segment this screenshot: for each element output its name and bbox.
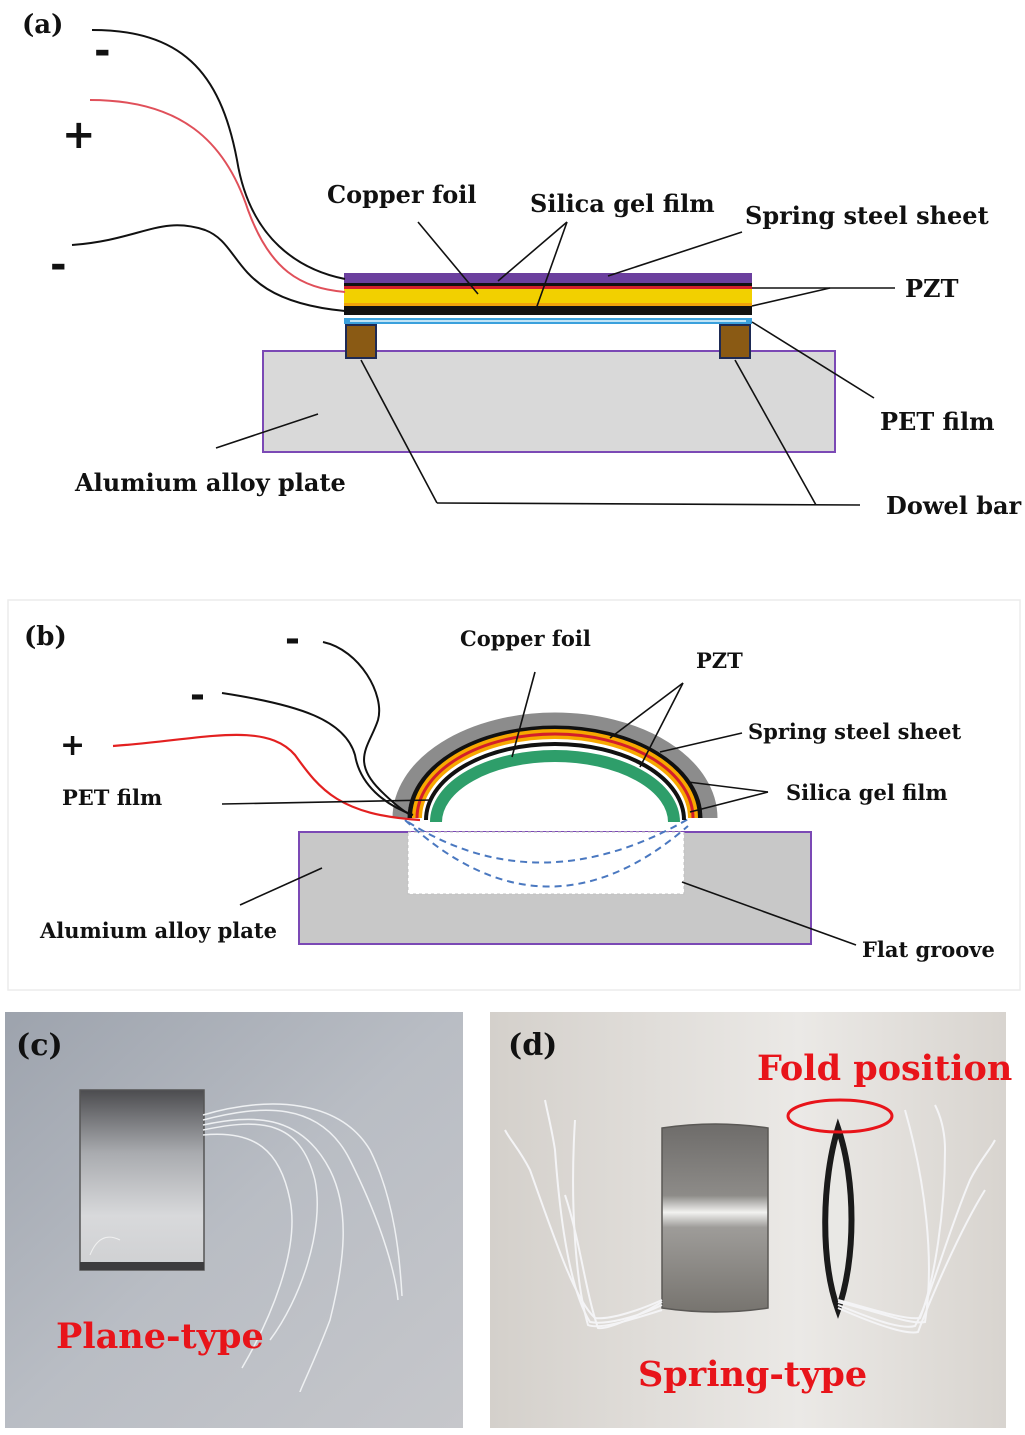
pet-arc	[430, 750, 680, 823]
arched-stack-b	[392, 712, 718, 823]
sign-minus-top-b: -	[285, 619, 300, 660]
leader-copper-a	[417, 221, 479, 295]
leader-silica-top-b	[687, 781, 769, 793]
caption-plane-type: Plane-type	[56, 1316, 264, 1357]
label-flat-groove-b: Flat groove	[862, 937, 995, 962]
wire-plus-b	[112, 733, 421, 822]
leader-pzt-bottom-a	[751, 287, 831, 307]
label-copper-foil-a: Copper foil	[327, 180, 477, 209]
spring-type-plate	[661, 1123, 769, 1313]
label-aluminium-plate-a: Alumium alloy plate	[74, 468, 346, 497]
label-dowel-bar-a: Dowel bar	[886, 491, 1022, 520]
photo-c-background	[5, 1012, 463, 1428]
plane-type-wires	[202, 1103, 403, 1393]
silica-gel-layer-bottom	[344, 306, 752, 315]
leader-plate-a	[215, 413, 319, 449]
pzt-edge	[344, 303, 752, 306]
aluminium-plate-a	[262, 350, 836, 453]
spring-steel-arc	[392, 712, 718, 819]
leader-spring-steel-a	[607, 231, 743, 277]
spring-type-wires-left	[504, 1099, 663, 1330]
leader-pzt-bottom-b	[639, 682, 684, 768]
panel-d-tag: (d)	[508, 1028, 557, 1063]
wire-minus-top-b	[322, 641, 413, 817]
panel-b: (b) - - + Copper foil PZT Spring steel s…	[7, 599, 1021, 991]
wire-plus-a	[89, 99, 346, 293]
copper-arc	[415, 732, 695, 819]
silica-gel-layer-top	[344, 283, 752, 286]
label-silica-gel-b: Silica gel film	[786, 780, 948, 805]
leader-groove-b	[681, 881, 857, 946]
gap-layer	[344, 315, 752, 318]
fold-position-ellipse	[786, 1098, 894, 1134]
leader-silica-bottom-a	[535, 221, 568, 310]
silica-gel-arc-outer	[407, 725, 703, 819]
copper-layer	[344, 286, 752, 289]
panel-d-photo: (d) Fold position Spring-type	[490, 1012, 1012, 1428]
label-pet-film-b: PET film	[62, 785, 162, 810]
leader-silica-bottom-b	[689, 791, 769, 813]
label-pet-film-a: PET film	[880, 407, 995, 436]
label-copper-foil-b: Copper foil	[460, 626, 591, 651]
wire-minus-top-a	[91, 29, 346, 280]
panel-a-tag: (a)	[22, 10, 63, 40]
plane-type-plate-edge	[80, 1262, 204, 1270]
leader-spring-steel-b	[659, 732, 743, 753]
label-pzt-b: PZT	[696, 648, 743, 673]
plane-type-plate	[79, 1089, 205, 1271]
leader-lines-a	[215, 221, 895, 506]
caption-spring-type: Spring-type	[638, 1354, 867, 1395]
leader-pet-b	[221, 799, 433, 805]
panel-c-tag: (c)	[16, 1028, 63, 1063]
layer-stack-a	[344, 273, 752, 324]
label-pzt-a: PZT	[905, 274, 959, 303]
leader-dowel-right-a	[734, 359, 817, 506]
leader-silica-top-a	[497, 221, 568, 282]
leader-pzt-top-b	[609, 682, 684, 739]
label-spring-steel-a: Spring steel sheet	[745, 201, 989, 230]
leader-copper-b	[511, 671, 536, 758]
sign-plus-a: +	[62, 112, 96, 158]
sign-minus-bottom-a: -	[50, 242, 67, 288]
spring-type-wires-right	[837, 1104, 996, 1334]
leader-dowel-base-a	[436, 502, 861, 506]
deformation-arc-upper	[407, 817, 691, 864]
leader-pet-a	[751, 321, 875, 399]
plate-reflection	[89, 1236, 121, 1256]
spring-steel-layer	[344, 273, 752, 283]
panel-b-tag: (b)	[24, 622, 67, 652]
leader-dowel-left-a	[360, 359, 438, 504]
silica-gel-arc-inner	[424, 742, 686, 821]
panel-a: (a) - + - Copper foil Silica gel film Sp…	[22, 10, 1022, 520]
sign-minus-top-a: -	[94, 28, 111, 74]
annotation-fold-position: Fold position	[757, 1048, 1012, 1089]
dowel-bar-right	[719, 324, 751, 359]
pzt-layer	[344, 289, 752, 306]
leader-lines-b	[221, 671, 857, 946]
panel-c-photo: (c) Plane-type	[5, 1012, 463, 1428]
leader-plate-b	[239, 867, 323, 906]
label-aluminium-plate-b: Alumium alloy plate	[39, 918, 277, 943]
label-spring-steel-b: Spring steel sheet	[748, 719, 961, 744]
wire-minus-bottom-a	[71, 224, 346, 312]
pet-layer-inner	[350, 320, 746, 322]
sign-minus-mid-b: -	[190, 675, 205, 716]
folded-plate-side	[822, 1118, 855, 1319]
sign-plus-b: +	[60, 728, 85, 763]
dowel-bar-left	[345, 324, 377, 359]
deformation-arc-lower	[404, 819, 689, 888]
label-silica-gel-a: Silica gel film	[530, 189, 715, 218]
